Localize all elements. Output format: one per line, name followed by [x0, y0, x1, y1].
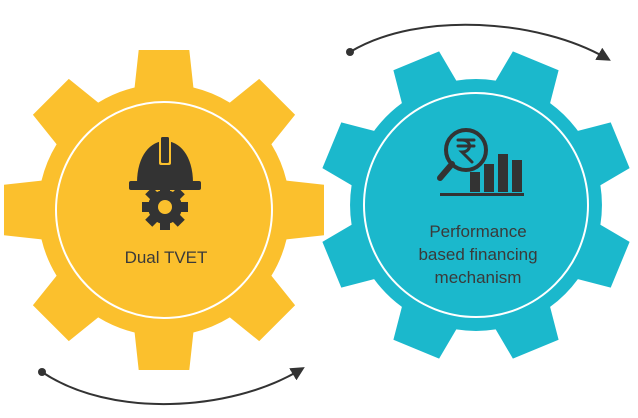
gear-label-performance-financing: Performance based financing mechanism: [418, 222, 537, 287]
gear-label-line: mechanism: [435, 268, 522, 287]
gear-left-ring: [55, 101, 273, 319]
cycle-arrow-bottom-start-dot: [38, 368, 46, 376]
gear-label-dual-tvet: Dual TVET: [125, 248, 208, 267]
rupee-magnifier-bar-chart-icon: [437, 128, 524, 196]
cycle-arrow-top-start-dot: [346, 48, 354, 56]
cycle-arrow-top: [349, 23, 611, 61]
gear-right-body: [322, 51, 630, 359]
rupee-icon: [456, 138, 476, 164]
gear-performance-financing: Performance based financing mechanism: [322, 51, 630, 359]
gear-dual-tvet: Dual TVET: [4, 50, 324, 370]
gear-right-ring: [363, 92, 589, 318]
gear-label-line: Performance: [429, 222, 526, 241]
gear-label-line: Dual TVET: [125, 248, 208, 267]
gear-label-line: based financing: [418, 245, 537, 264]
hard-hat-gear-icon: [129, 135, 201, 230]
cycle-arrow-bottom: [41, 367, 305, 406]
